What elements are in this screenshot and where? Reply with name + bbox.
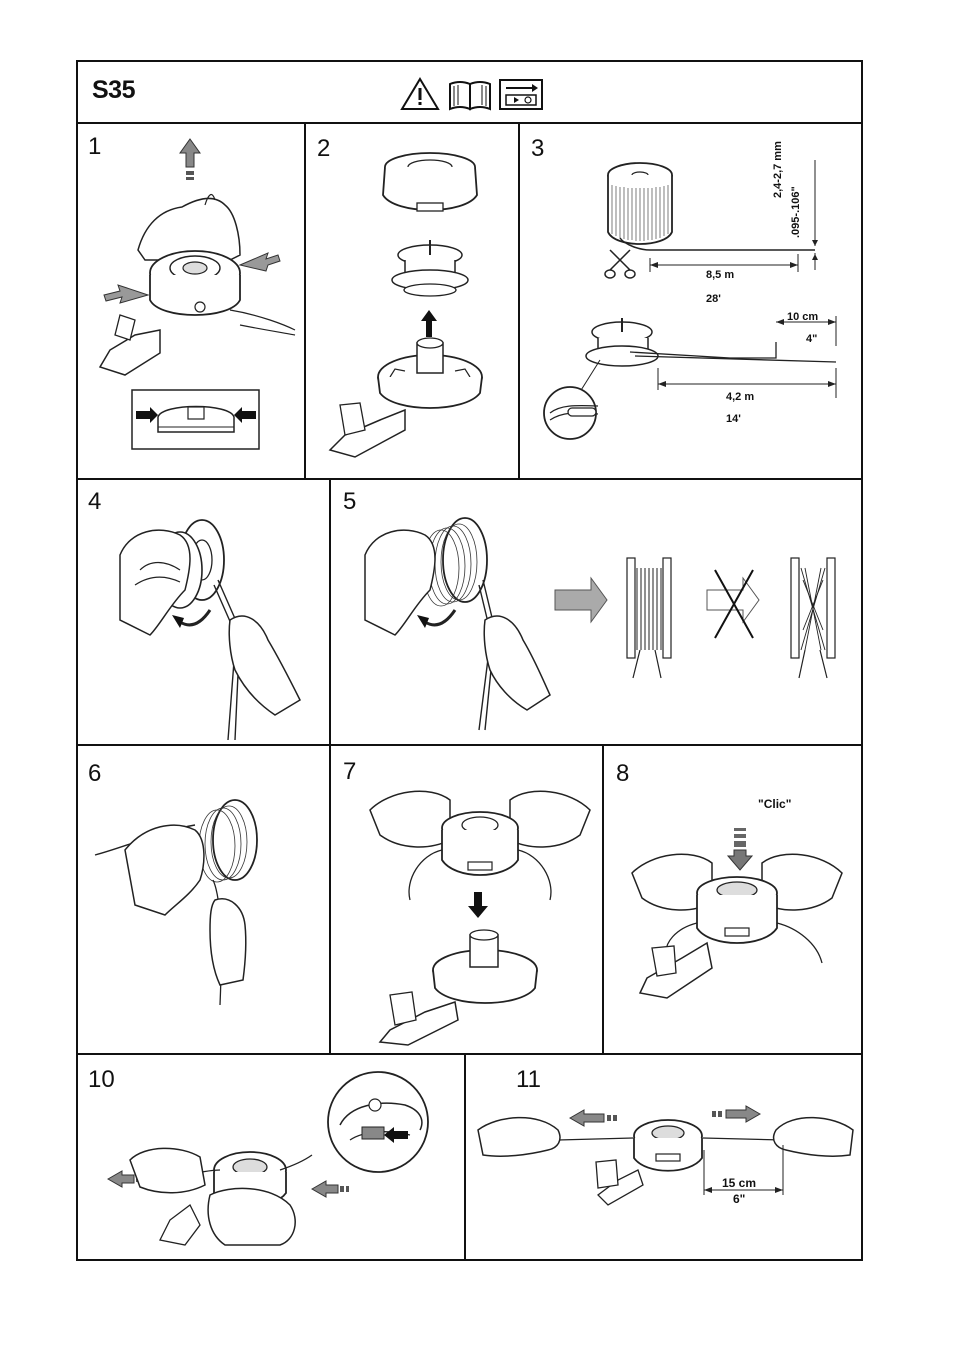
label-length-cm: 15 cm bbox=[722, 1176, 757, 1190]
instruction-frame bbox=[76, 60, 863, 1261]
step-number-11: 11 bbox=[516, 1066, 541, 1093]
divider-7-8 bbox=[602, 744, 604, 1053]
label-length-m: 8,5 m bbox=[706, 269, 735, 281]
label-half-m: 4,2 m bbox=[726, 391, 755, 403]
step-number-8: 8 bbox=[616, 760, 630, 787]
page-title: S35 bbox=[92, 76, 135, 104]
step-number-1: 1 bbox=[88, 133, 102, 160]
divider-row1 bbox=[76, 478, 863, 480]
label-half-ft: 14' bbox=[726, 413, 741, 425]
step-number-3: 3 bbox=[531, 135, 545, 162]
illustration-step-3 bbox=[543, 160, 837, 440]
header-icons bbox=[400, 76, 545, 117]
label-click: "Clic" bbox=[758, 797, 792, 811]
divider-header bbox=[76, 122, 863, 124]
illustration-step-4 bbox=[119, 519, 301, 741]
illustration-step-6 bbox=[94, 799, 258, 1006]
label-length-ft: 28' bbox=[706, 293, 721, 305]
scissors-icon bbox=[604, 249, 636, 279]
label-diameter-mm: 2,4-2,7 mm bbox=[772, 141, 784, 198]
divider-4-5 bbox=[329, 478, 331, 744]
illustration-step-8 bbox=[631, 828, 843, 999]
manual-book-icon bbox=[449, 81, 491, 111]
label-diameter-in: .095-.106" bbox=[790, 186, 802, 238]
step-number-2: 2 bbox=[317, 135, 331, 162]
divider-1-2 bbox=[304, 122, 306, 478]
illustration-step-1 bbox=[98, 138, 296, 450]
divider-2-3 bbox=[518, 122, 520, 478]
label-offset-cm: 10 cm bbox=[787, 311, 819, 323]
step-number-4: 4 bbox=[88, 488, 102, 515]
illustration-step-2 bbox=[328, 152, 483, 458]
illustration-step-11 bbox=[477, 1105, 854, 1206]
illustration-step-10 bbox=[106, 1071, 429, 1246]
illustration-step-7 bbox=[369, 790, 591, 1046]
divider-row3 bbox=[76, 1053, 863, 1055]
label-length-in: 6" bbox=[733, 1192, 746, 1206]
warning-icon bbox=[400, 77, 440, 110]
instruction-icon bbox=[499, 79, 543, 110]
step-number-7: 7 bbox=[343, 758, 357, 785]
step-number-10: 10 bbox=[88, 1066, 115, 1093]
divider-10-11 bbox=[464, 1053, 466, 1261]
step-number-6: 6 bbox=[88, 760, 102, 787]
step-number-5: 5 bbox=[343, 488, 357, 515]
illustration-step-5 bbox=[364, 517, 836, 731]
divider-row2 bbox=[76, 744, 863, 746]
label-offset-in: 4" bbox=[806, 333, 818, 345]
divider-6-7 bbox=[329, 744, 331, 1053]
